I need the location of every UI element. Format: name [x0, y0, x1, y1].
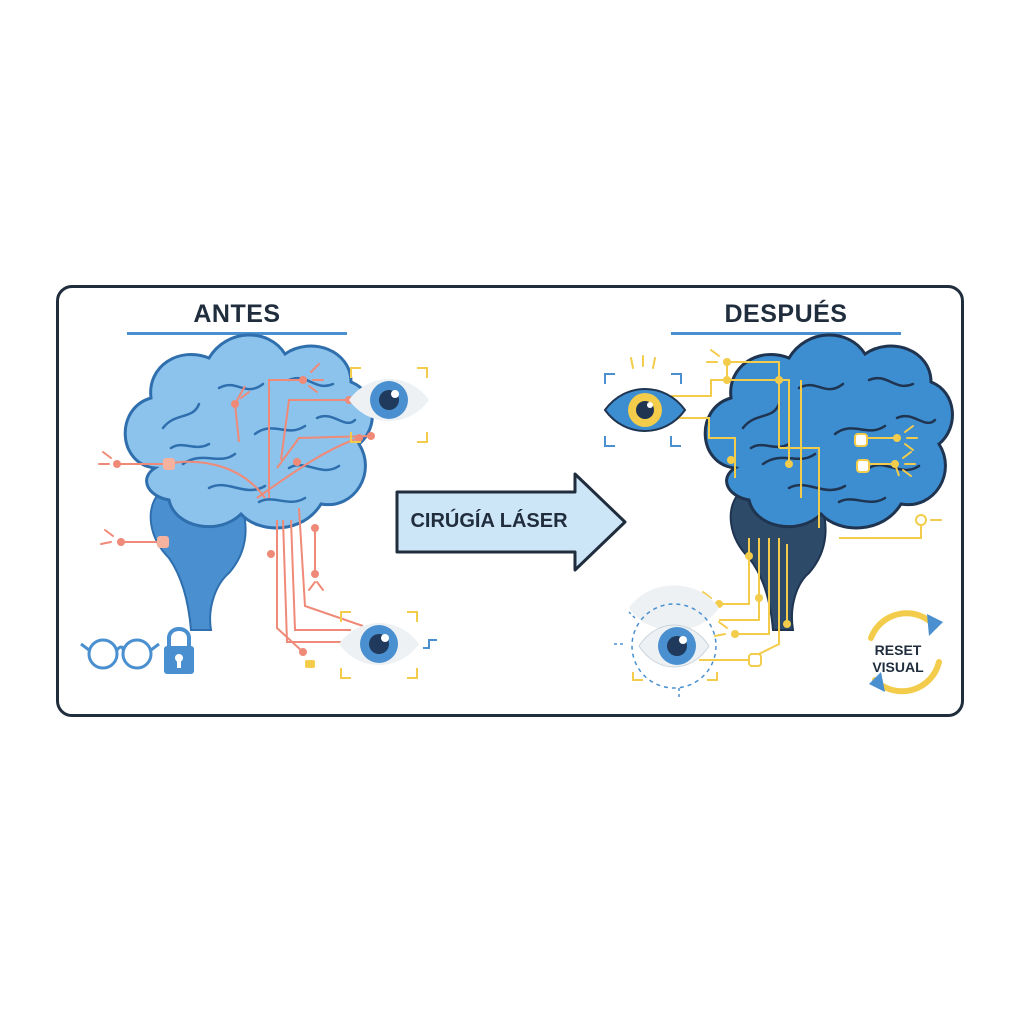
reset-cycle-icon — [868, 610, 943, 695]
before-eye-top-icon — [349, 367, 429, 443]
reset-label-line1: RESET — [874, 642, 922, 658]
after-eye-top-icon — [603, 355, 687, 447]
after-spark-marks — [698, 349, 942, 637]
before-eye-bottom-icon — [339, 611, 437, 679]
arrow-label: CIRÚGÍA LÁSER — [410, 510, 568, 532]
before-neural-wires — [117, 379, 372, 653]
lock-icon — [164, 627, 194, 674]
after-title: DESPUÉS — [724, 300, 848, 328]
arrow-icon — [395, 472, 627, 572]
before-title-underline — [127, 332, 347, 335]
diagram-art — [80, 333, 954, 698]
reset-visual-label: RESET VISUAL — [863, 642, 933, 676]
after-title-underline — [671, 332, 901, 335]
brain-before-icon — [123, 333, 374, 631]
before-title: ANTES — [193, 300, 281, 328]
before-wire-nodes — [113, 376, 375, 668]
glasses-icon — [80, 638, 160, 670]
after-neural-wires — [671, 361, 922, 661]
after-wire-nodes — [715, 358, 927, 667]
before-spark-marks — [98, 363, 324, 591]
after-eye-bottom-icon — [611, 585, 719, 698]
reset-label-line2: VISUAL — [872, 659, 924, 675]
comparison-panel: ANTES DESPUÉS — [56, 285, 964, 717]
